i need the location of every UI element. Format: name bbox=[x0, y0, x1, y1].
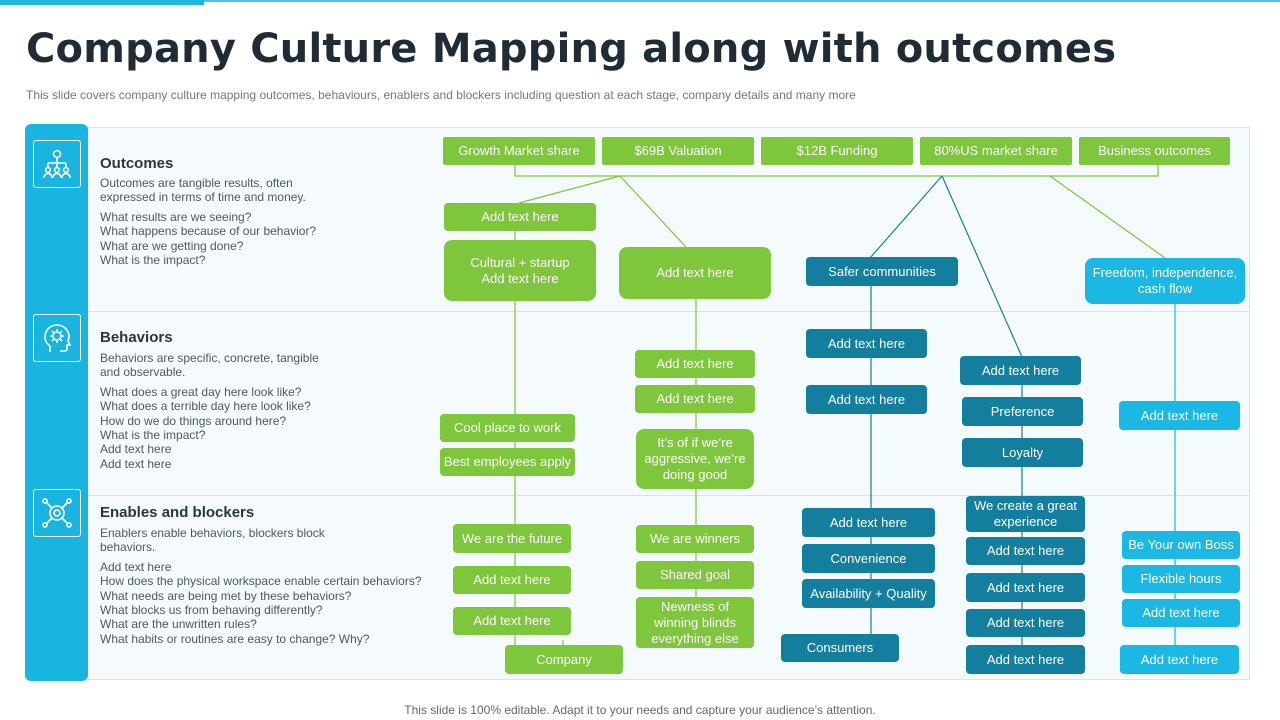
enablers-question: What are the unwritten rules? bbox=[100, 617, 257, 632]
page-subtitle: This slide covers company culture mappin… bbox=[26, 88, 856, 102]
enablers-heading: Enables and blockers bbox=[100, 504, 255, 521]
head-gear-icon bbox=[33, 314, 81, 362]
node-box: Add text here bbox=[635, 385, 755, 413]
behaviors-question: What does a terrible day here look like? bbox=[100, 399, 311, 414]
outcomes-question: What results are we seeing? bbox=[100, 209, 252, 224]
outcomes-desc-line: Outcomes are tangible results, often bbox=[100, 176, 293, 190]
header-box: $69B Valuation bbox=[602, 137, 754, 165]
node-box: Freedom, independence, cash flow bbox=[1085, 258, 1245, 304]
section-divider bbox=[88, 495, 1250, 496]
outcomes-question: What are we getting done? bbox=[100, 238, 244, 253]
outcomes-text: Outcomes are tangible results, often exp… bbox=[100, 176, 316, 267]
node-box: Add text here bbox=[1120, 645, 1239, 674]
behaviors-question: What is the impact? bbox=[100, 428, 206, 443]
node-box: Add text here bbox=[960, 356, 1081, 385]
node-box: Be Your own Boss bbox=[1122, 531, 1240, 559]
enablers-desc-line: Enablers enable behaviors, blockers bloc… bbox=[100, 526, 325, 540]
enablers-question: How does the physical workspace enable c… bbox=[100, 574, 422, 589]
outcomes-desc-line: expressed in terms of time and money. bbox=[100, 190, 306, 205]
node-box: Preference bbox=[962, 397, 1083, 426]
behaviors-heading: Behaviors bbox=[100, 329, 173, 346]
node-box: Add text here bbox=[453, 607, 571, 635]
footer-note: This slide is 100% editable. Adapt it to… bbox=[404, 703, 876, 717]
enablers-question: What habits or routines are easy to chan… bbox=[100, 631, 370, 646]
node-box: It’s of if we’re aggressive, we’re doing… bbox=[636, 429, 754, 489]
top-rule bbox=[0, 0, 1280, 2]
enablers-text: Enablers enable behaviors, blockers bloc… bbox=[100, 526, 422, 646]
node-box: Add text here bbox=[635, 350, 755, 378]
node-box: Add text here bbox=[619, 247, 771, 299]
node-box: Newness of winning blinds everything els… bbox=[636, 597, 754, 648]
enablers-question: Add text here bbox=[100, 559, 172, 574]
node-box: Consumers bbox=[781, 634, 899, 662]
network-target-icon bbox=[33, 489, 81, 537]
node-box: Availability + Quality bbox=[802, 579, 935, 608]
node-box: Add text here bbox=[966, 645, 1085, 674]
page-title: Company Culture Mapping along with outco… bbox=[26, 26, 1117, 72]
node-box: Add text here bbox=[444, 203, 596, 231]
header-box: 80%US market share bbox=[920, 137, 1072, 165]
node-box: Flexible hours bbox=[1122, 565, 1240, 593]
node-box: Add text here bbox=[1122, 599, 1240, 627]
node-box: Cool place to work bbox=[440, 414, 575, 442]
node-box: Loyalty bbox=[962, 438, 1083, 467]
node-box: Safer communities bbox=[806, 257, 958, 286]
node-box: Add text here bbox=[806, 385, 927, 414]
node-box: Add text here bbox=[966, 573, 1085, 602]
node-box: Convenience bbox=[802, 544, 935, 573]
node-box: Cultural + startup Add text here bbox=[444, 240, 596, 301]
node-box: Add text here bbox=[802, 508, 935, 537]
node-box: We create a great experience bbox=[966, 496, 1085, 532]
node-box: Add text here bbox=[966, 537, 1085, 565]
top-accent-bar bbox=[0, 0, 204, 5]
node-box: Best employees apply bbox=[440, 448, 575, 476]
header-box: $12B Funding bbox=[761, 137, 913, 165]
node-box: We are the future bbox=[453, 524, 571, 553]
behaviors-question: Add text here bbox=[100, 442, 172, 457]
node-box: Shared goal bbox=[636, 561, 754, 589]
node-box: Add text here bbox=[453, 566, 571, 594]
behaviors-desc-line: and observable. bbox=[100, 365, 186, 380]
behaviors-question: How do we do things around here? bbox=[100, 413, 287, 428]
enablers-question: What needs are being met by these behavi… bbox=[100, 588, 352, 603]
node-box: Add text here bbox=[1119, 401, 1240, 430]
node-box: Company bbox=[505, 645, 623, 674]
enablers-question: What blocks us from behaving differently… bbox=[100, 603, 323, 618]
sidebar bbox=[25, 124, 88, 681]
outcomes-question: What is the impact? bbox=[100, 253, 206, 268]
section-divider bbox=[88, 311, 1250, 312]
node-box: We are winners bbox=[636, 525, 754, 553]
outcomes-heading: Outcomes bbox=[100, 155, 174, 172]
outcomes-question: What happens because of our behavior? bbox=[100, 224, 317, 239]
behaviors-question: What does a great day here look like? bbox=[100, 384, 302, 399]
node-box: Add text here bbox=[966, 609, 1085, 637]
header-box: Growth Market share bbox=[443, 137, 595, 165]
org-chart-icon bbox=[33, 140, 81, 188]
behaviors-desc-line: Behaviors are specific, concrete, tangib… bbox=[100, 351, 319, 365]
behaviors-text: Behaviors are specific, concrete, tangib… bbox=[100, 351, 319, 471]
behaviors-question: Add text here bbox=[100, 456, 172, 471]
header-box: Business outcomes bbox=[1079, 137, 1230, 165]
node-box: Add text here bbox=[806, 329, 927, 358]
enablers-desc-line: behaviors. bbox=[100, 540, 156, 555]
